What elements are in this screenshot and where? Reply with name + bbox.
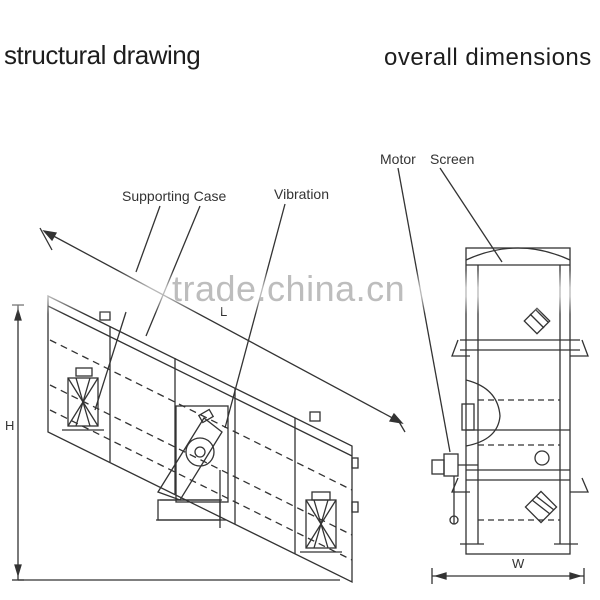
height-label: H bbox=[5, 418, 15, 433]
screen-box-frame bbox=[47, 294, 353, 584]
lower-deck bbox=[49, 384, 353, 536]
vibration-exciter bbox=[156, 405, 229, 528]
supporting-case-label: Supporting Case bbox=[122, 188, 227, 204]
overall-dimensions-heading: overall dimensions bbox=[384, 44, 592, 71]
width-label: W bbox=[512, 556, 525, 571]
screen-leader bbox=[439, 167, 503, 263]
side-view bbox=[12, 203, 406, 584]
front-view bbox=[397, 167, 589, 584]
screen-label: Screen bbox=[430, 151, 475, 167]
right-spring-support bbox=[300, 491, 342, 553]
motor-label: Motor bbox=[380, 151, 416, 167]
spring-leader bbox=[94, 311, 127, 411]
supporting-case-leader-1 bbox=[135, 205, 161, 273]
watermark-text: trade.china.cn bbox=[172, 268, 406, 309]
vibration-label: Vibration bbox=[274, 186, 330, 202]
vibration-leader bbox=[224, 203, 286, 429]
left-spring-support bbox=[62, 367, 104, 431]
length-dimension-line bbox=[45, 231, 401, 423]
motor-assembly bbox=[431, 379, 501, 525]
watermark-band bbox=[0, 270, 600, 314]
structural-drawing-heading: structural drawing bbox=[4, 40, 201, 70]
